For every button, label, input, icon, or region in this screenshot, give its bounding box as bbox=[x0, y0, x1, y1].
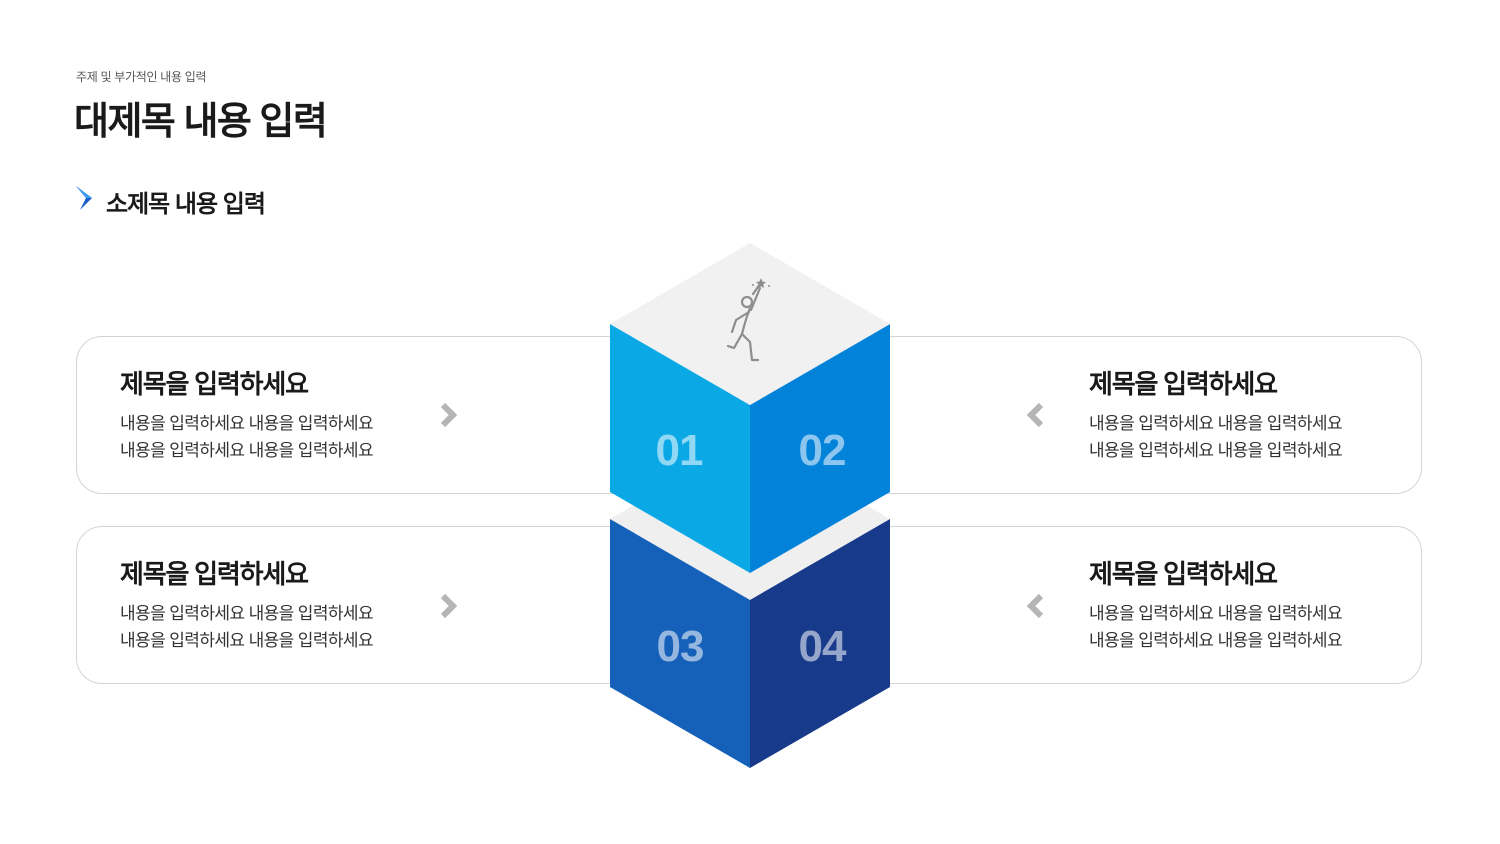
item-02-number: 02 bbox=[798, 426, 847, 475]
item-01-body: 내용을 입력하세요 내용을 입력하세요 내용을 입력하세요 내용을 입력하세요 bbox=[120, 414, 374, 460]
item-03-title: 제목을 입력하세요 bbox=[120, 559, 309, 589]
item-03-block: 제목을 입력하세요 내용을 입력하세요 내용을 입력하세요 내용을 입력하세요 … bbox=[120, 556, 420, 654]
item-02-block: 제목을 입력하세요 내용을 입력하세요 내용을 입력하세요 내용을 입력하세요 … bbox=[1089, 366, 1389, 464]
header-subtitle: 주제 및 부가적인 내용 입력 bbox=[76, 70, 207, 84]
cube-face-02 bbox=[750, 324, 890, 573]
chevron-left-icon bbox=[1026, 402, 1044, 428]
chevron-right-icon bbox=[440, 402, 458, 428]
item-04-body: 내용을 입력하세요 내용을 입력하세요 내용을 입력하세요 내용을 입력하세요 bbox=[1089, 604, 1343, 650]
item-03-body: 내용을 입력하세요 내용을 입력하세요 내용을 입력하세요 내용을 입력하세요 bbox=[120, 604, 374, 650]
person-reaching-star-icon bbox=[726, 278, 770, 362]
item-02-title: 제목을 입력하세요 bbox=[1089, 369, 1278, 399]
item-04-title: 제목을 입력하세요 bbox=[1089, 559, 1278, 589]
item-02-body: 내용을 입력하세요 내용을 입력하세요 내용을 입력하세요 내용을 입력하세요 bbox=[1089, 414, 1343, 460]
chevron-right-icon bbox=[440, 593, 458, 619]
item-04-number: 04 bbox=[798, 622, 847, 671]
item-03-number: 03 bbox=[656, 622, 705, 671]
cube-face-01 bbox=[610, 324, 750, 573]
cube-face-03 bbox=[610, 519, 750, 768]
cube-top-face bbox=[610, 243, 890, 405]
chevron-left-icon bbox=[1026, 593, 1044, 619]
item-01-block: 제목을 입력하세요 내용을 입력하세요 내용을 입력하세요 내용을 입력하세요 … bbox=[120, 366, 420, 464]
chevron-right-icon bbox=[76, 186, 92, 210]
cube-face-04 bbox=[750, 519, 890, 768]
section-title: 소제목 내용 입력 bbox=[106, 191, 266, 218]
page-title: 대제목 내용 입력 bbox=[74, 101, 328, 143]
item-04-block: 제목을 입력하세요 내용을 입력하세요 내용을 입력하세요 내용을 입력하세요 … bbox=[1089, 556, 1389, 654]
item-01-title: 제목을 입력하세요 bbox=[120, 369, 309, 399]
item-01-number: 01 bbox=[655, 426, 704, 475]
